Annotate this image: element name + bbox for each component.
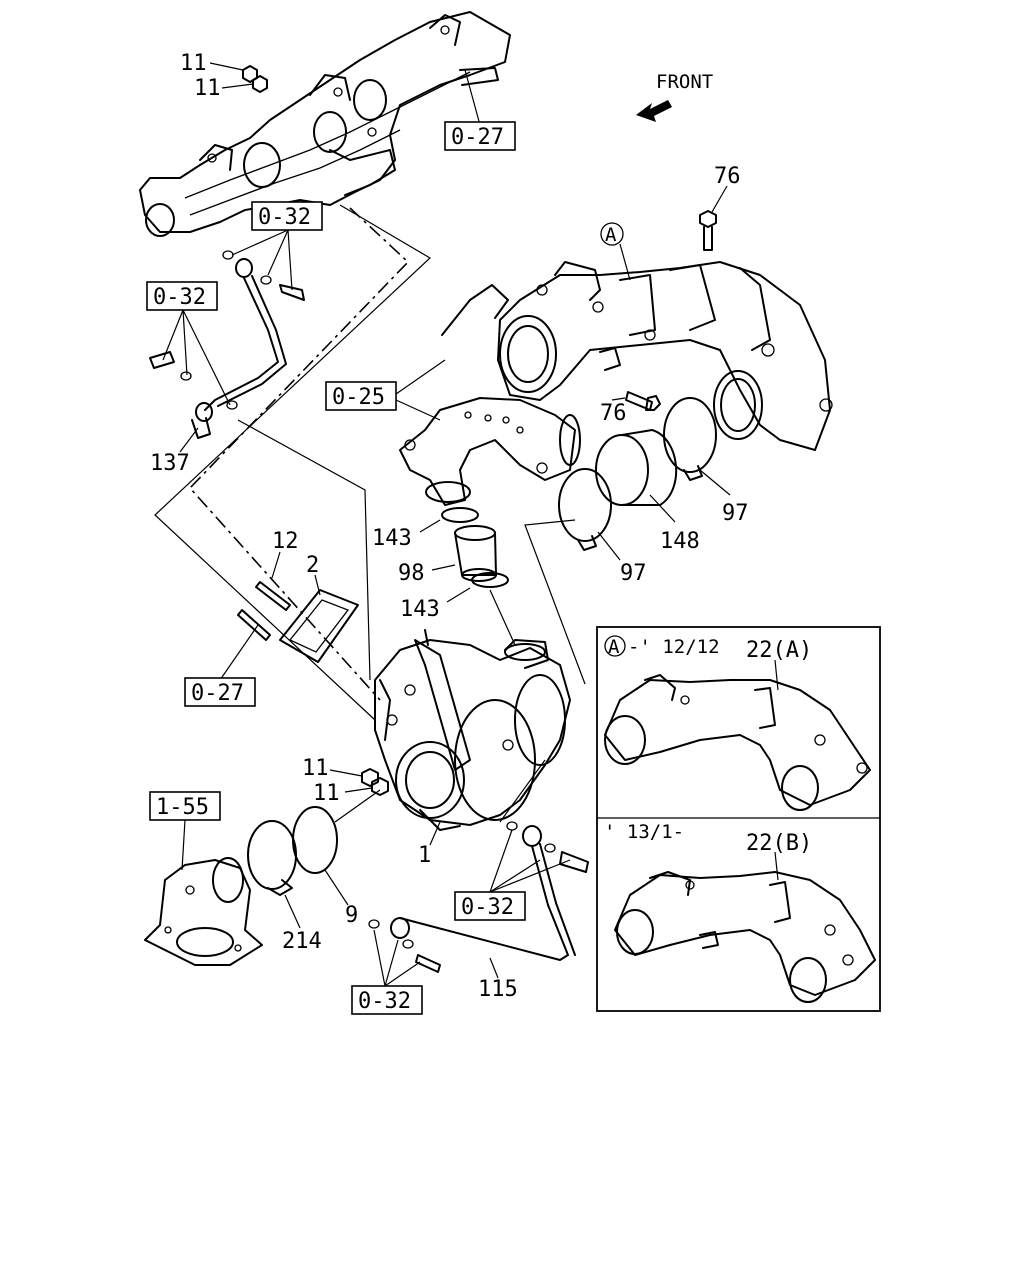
gasket-2 <box>279 589 359 663</box>
callout-9: 9 <box>345 903 358 928</box>
o-ring-143-lower <box>471 572 509 588</box>
reference-box-0-32-d <box>351 985 423 1015</box>
callout-76b: 76 <box>600 401 627 426</box>
oil-return-pipe-115 <box>368 821 589 973</box>
reference-box-0-32-a <box>251 201 323 231</box>
bolt-76-top <box>699 210 717 251</box>
callout-115: 115 <box>478 977 518 1002</box>
callout-11c: 11 <box>302 756 329 781</box>
reference-box-1-55 <box>149 791 221 821</box>
callout-97a: 97 <box>722 501 749 526</box>
callout-11a: 11 <box>180 51 207 76</box>
callout-214: 214 <box>282 929 322 954</box>
intake-pipe-22b <box>614 871 876 1003</box>
circle-marker-a: A <box>605 224 617 246</box>
reference-box-0-32-c <box>454 891 526 921</box>
inset-range-top: -' 12/12 <box>628 636 720 658</box>
ref-0-32-b: 0-32 <box>153 285 206 310</box>
bolt-76-lower <box>625 391 661 411</box>
callout-11b: 11 <box>194 76 221 101</box>
ref-1-55: 1-55 <box>156 795 209 820</box>
ref-0-27-bottom: 0-27 <box>191 681 244 706</box>
clamp-97-lower <box>558 468 612 551</box>
callout-143a: 143 <box>372 526 412 551</box>
callout-2: 2 <box>306 553 319 578</box>
inset-circle-marker: A <box>608 636 620 658</box>
clamp-97-upper <box>663 397 717 481</box>
inset-range-bottom: ' 13/1- <box>604 821 684 843</box>
clamp-214 <box>247 820 297 896</box>
turbocharger <box>374 629 571 831</box>
inset-part-top: 22(A) <box>746 638 812 663</box>
callout-143b: 143 <box>400 597 440 622</box>
callout-11d: 11 <box>313 781 340 806</box>
ref-0-32-a: 0-32 <box>258 205 311 230</box>
reference-box-0-27-top <box>444 121 516 151</box>
exhaust-manifold <box>139 11 511 237</box>
ref-0-25: 0-25 <box>332 385 385 410</box>
stud-12 <box>237 581 291 641</box>
callout-76a: 76 <box>714 164 741 189</box>
nut-11-lower <box>361 768 389 796</box>
oil-pipe-137 <box>149 250 305 439</box>
inset-part-bottom: 22(B) <box>746 831 812 856</box>
callout-98: 98 <box>398 561 425 586</box>
front-label: FRONT <box>656 71 713 93</box>
callout-97b: 97 <box>620 561 647 586</box>
ref-0-32-c: 0-32 <box>461 895 514 920</box>
callout-1: 1 <box>418 843 431 868</box>
callout-137: 137 <box>150 451 190 476</box>
reference-box-0-27-bottom <box>184 677 256 707</box>
ref-0-32-d: 0-32 <box>358 989 411 1014</box>
reference-box-0-25 <box>325 381 397 411</box>
reference-box-0-32-b <box>146 281 218 311</box>
o-ring-143-upper <box>441 507 479 523</box>
nut-11-top <box>242 65 268 93</box>
ref-0-27-top: 0-27 <box>451 125 504 150</box>
exhaust-adapter <box>144 857 263 966</box>
callout-148: 148 <box>660 529 700 554</box>
callout-12: 12 <box>272 529 299 554</box>
ring-9 <box>292 806 338 874</box>
inset-panel: A -' 12/12 22(A) ' 13/1- 22(B) <box>596 626 881 1012</box>
air-pipe <box>399 397 581 506</box>
intake-pipe-a <box>441 261 833 451</box>
front-arrow-icon <box>636 100 672 122</box>
hose-148 <box>595 429 678 506</box>
intake-pipe-22a <box>604 674 871 811</box>
